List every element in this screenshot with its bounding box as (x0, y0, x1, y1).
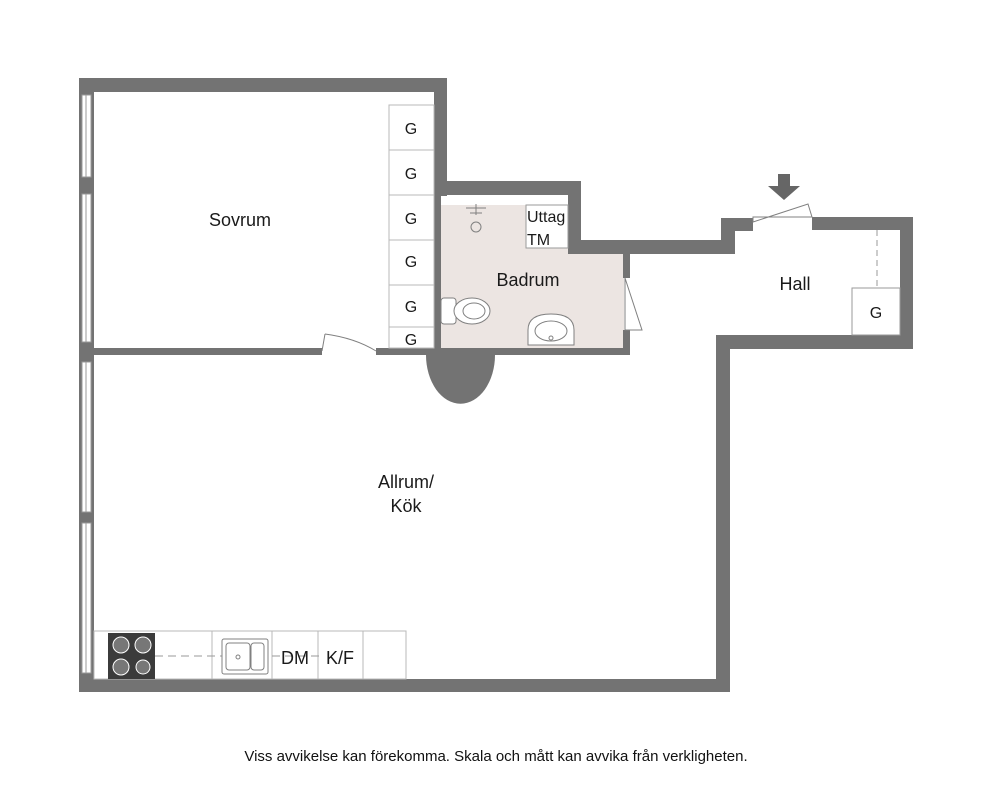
wardrobe-label: G (405, 254, 417, 271)
utility-label-tm: TM (527, 232, 550, 249)
toilet (440, 297, 491, 325)
wardrobe-labels: G G G G G G (405, 121, 417, 349)
room-label-living-1: Allrum/ (378, 472, 434, 492)
bathroom-door-swing (426, 355, 495, 404)
wardrobe-label: G (405, 166, 417, 183)
hall-wardrobe (851, 287, 901, 336)
bathroom-side-door (624, 277, 643, 331)
kitchen-sink (221, 638, 269, 675)
room-label-living-2: Kök (390, 496, 422, 516)
dishwasher-label: DM (281, 648, 309, 668)
windows (81, 94, 92, 674)
wardrobe-label: G (405, 299, 417, 316)
room-label-hall: Hall (779, 274, 810, 294)
stove (108, 633, 155, 679)
bedroom-wardrobes (388, 104, 435, 349)
utility-box (525, 204, 569, 249)
room-label-bedroom: Sovrum (209, 210, 271, 230)
utility-label-uttag: Uttag (527, 209, 565, 226)
entrance-arrow-icon (768, 174, 800, 200)
shower (466, 204, 486, 233)
wardrobe-label: G (405, 332, 417, 349)
wardrobe-label: G (405, 121, 417, 138)
disclaimer-text: Viss avvikelse kan förekomma. Skala och … (244, 748, 748, 765)
walls (79, 78, 913, 692)
hall-wardrobe-label: G (870, 305, 882, 322)
bedroom-door (321, 333, 377, 352)
wardrobe-label: G (405, 211, 417, 228)
sink (527, 313, 575, 346)
room-label-bathroom: Badrum (496, 270, 559, 290)
fridge-freezer-label: K/F (326, 648, 354, 668)
entrance-door (752, 203, 813, 223)
